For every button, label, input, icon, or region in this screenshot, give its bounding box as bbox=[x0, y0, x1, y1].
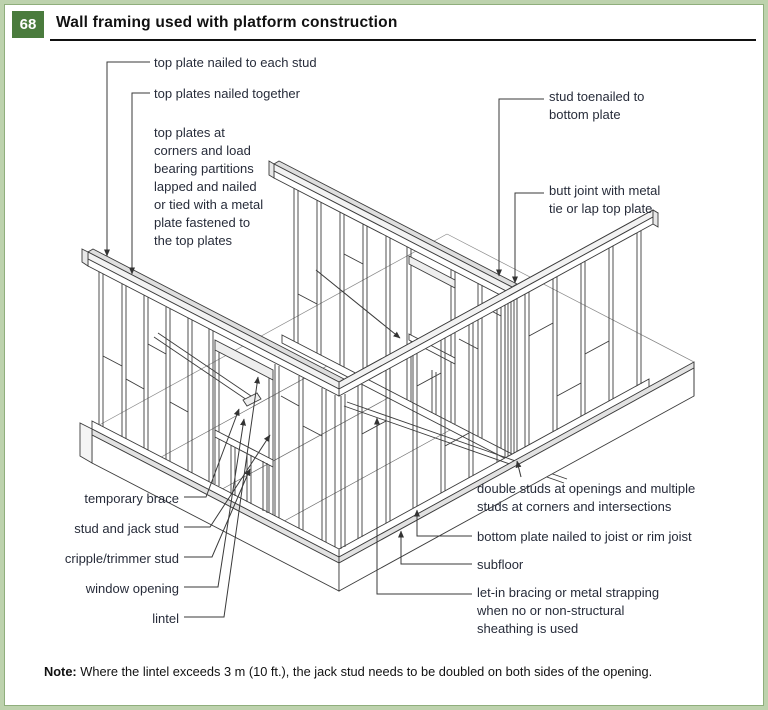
label-top-plate-each-stud: top plate nailed to each stud bbox=[154, 55, 317, 70]
label-cripple-trimmer: cripple/trimmer stud bbox=[64, 551, 179, 566]
figure-note: Note: Where the lintel exceeds 3 m (10 f… bbox=[44, 664, 744, 679]
label-lintel: lintel bbox=[152, 611, 179, 626]
leader-lines bbox=[104, 61, 544, 618]
framing-diagram bbox=[79, 61, 695, 618]
label-butt-joint: butt joint with metal tie or lap top pla… bbox=[549, 183, 661, 216]
label-top-plates-together: top plates nailed together bbox=[154, 86, 300, 101]
note-label: Note: bbox=[44, 664, 77, 679]
label-stud-jack-stud: stud and jack stud bbox=[74, 521, 179, 536]
figure-number-badge: 68 bbox=[12, 11, 44, 38]
leader-lintel bbox=[184, 376, 261, 618]
note-text: Where the lintel exceeds 3 m (10 ft.), t… bbox=[76, 664, 653, 679]
header-rule bbox=[50, 39, 756, 41]
label-letin-bracing: let-in bracing or metal strapping when n… bbox=[477, 585, 660, 636]
leader-bottom-plate bbox=[414, 509, 472, 537]
leader-window-opening bbox=[184, 418, 246, 588]
label-stud-toenailed: stud toenailed to bottom plate bbox=[549, 89, 645, 122]
label-top-plates-corners: top plates at corners and load bearing p… bbox=[154, 125, 264, 248]
label-bottom-plate-joist: bottom plate nailed to joist or rim jois… bbox=[477, 529, 692, 544]
figure-header: 68 Wall framing used with platform const… bbox=[8, 8, 764, 42]
left-wall bbox=[81, 248, 345, 558]
figure-number: 68 bbox=[19, 16, 37, 33]
leader-top-plates-together bbox=[129, 92, 150, 275]
label-window-opening: window opening bbox=[85, 581, 179, 596]
label-subfloor: subfloor bbox=[477, 557, 524, 572]
leader-stud-toenailed bbox=[496, 98, 544, 277]
leader-double-studs bbox=[515, 460, 522, 478]
leader-butt-joint bbox=[512, 192, 544, 284]
leader-top-plate-each-stud bbox=[104, 61, 150, 257]
leader-stud-jack-stud bbox=[184, 434, 271, 528]
leader-top-plates-corners bbox=[315, 269, 401, 339]
label-double-studs: double studs at openings and multiple st… bbox=[477, 481, 696, 514]
leader-letin-bracing bbox=[374, 417, 472, 595]
platform bbox=[79, 335, 695, 592]
leader-cripple-trimmer bbox=[184, 468, 251, 558]
figure-title: Wall framing used with platform construc… bbox=[56, 14, 398, 31]
partition-wall bbox=[268, 160, 518, 463]
label-temporary-brace: temporary brace bbox=[84, 491, 179, 506]
leader-temporary-brace bbox=[184, 408, 240, 498]
temporary-brace bbox=[153, 332, 262, 407]
leader-subfloor bbox=[398, 530, 472, 565]
